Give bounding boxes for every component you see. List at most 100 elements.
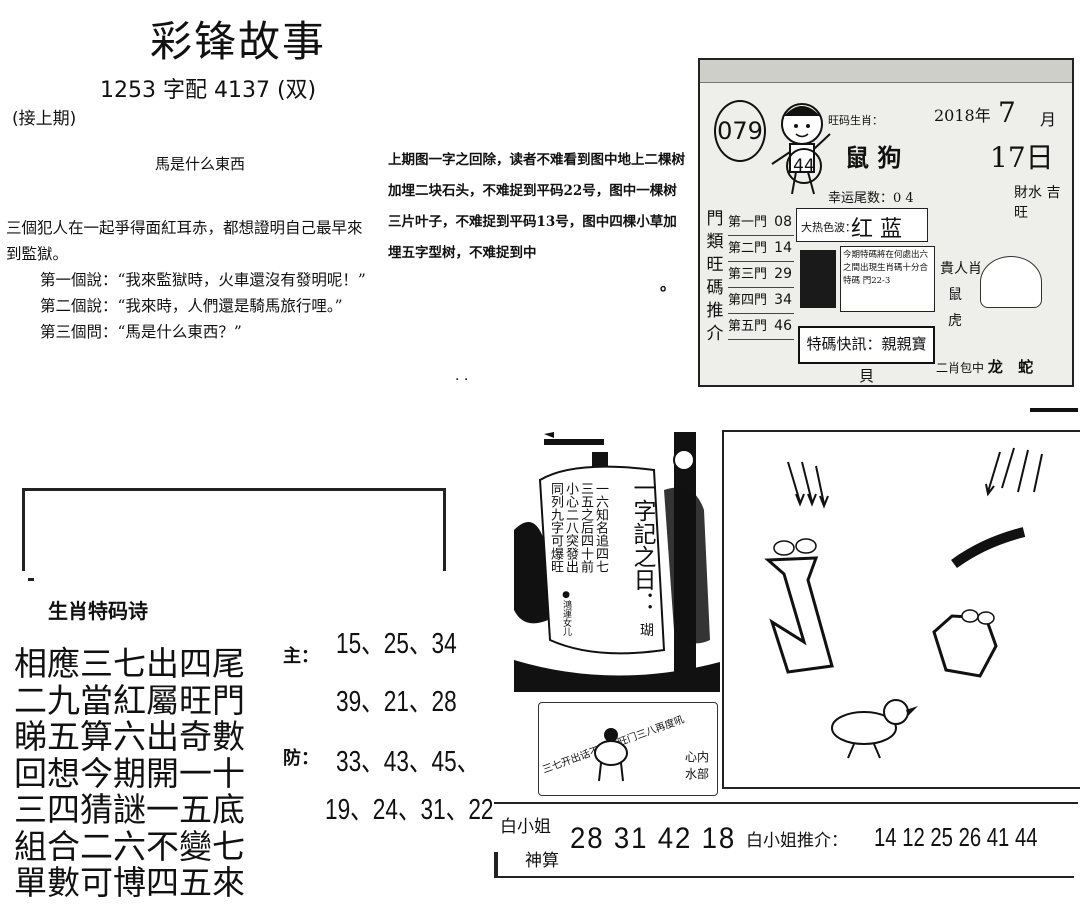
- story-line: 第二個說：“我來時，人們還是騎馬旅行哩。”: [40, 297, 343, 315]
- poem-line: 睇五算六出奇數: [14, 717, 245, 756]
- magazine-panel: 079 44 旺码生肖： 鼠 狗 幸运尾数：0 4 大热色波： 红 蓝 門 類 …: [698, 58, 1074, 387]
- riddle-drawing: [722, 430, 1080, 789]
- side-text-value: 財水 吉旺: [1014, 185, 1061, 221]
- door-label: 第三門: [728, 267, 768, 282]
- guard-row-2: 19、24、31、22: [325, 794, 494, 826]
- door-label: 第四門: [728, 293, 768, 308]
- door-value: 46: [774, 318, 792, 334]
- vlabel-char: 介: [706, 324, 724, 344]
- color-value: 红 蓝: [851, 217, 902, 242]
- vlabel-char: 碼: [706, 278, 724, 298]
- poem-line: 三四猜謎一五底: [14, 790, 245, 829]
- story-title: 馬是什么東西: [155, 155, 246, 173]
- frame-tick: [28, 578, 34, 581]
- main-row-1: 15、25、34: [336, 628, 457, 660]
- door-category-label: 門 類 旺 碼 推 介: [704, 208, 726, 346]
- dark-image: [800, 250, 836, 308]
- ship-icon: [514, 432, 720, 692]
- door-row: 第一門 08: [728, 210, 794, 236]
- poem-line: 組合二六不變七: [14, 826, 245, 866]
- riddle-signer: ●鴻運女儿: [561, 590, 571, 636]
- main-label: 主：: [283, 646, 319, 667]
- water-label: 水部: [685, 767, 710, 781]
- door-value: 34: [774, 292, 792, 308]
- news-line: 特碼 門22-3: [843, 276, 891, 286]
- riddle-line: 一六知名追四七: [593, 482, 608, 573]
- news-line: 之間出現生肖碼十分合: [843, 263, 929, 273]
- issue-badge: 079: [714, 100, 766, 162]
- two-zodiac-value: 蛇: [1018, 358, 1034, 376]
- mind-water: 心内 水部: [685, 748, 709, 782]
- door-value: 29: [774, 266, 792, 282]
- recommend-numbers: 14 12 25 26 41 44: [874, 822, 1038, 852]
- bottom-left-tick: [494, 852, 498, 876]
- month-char: 月: [1040, 110, 1057, 129]
- door-label: 第五門: [728, 319, 768, 334]
- door-label: 第一門: [728, 215, 768, 230]
- riddle-answer: 瑚: [640, 623, 654, 639]
- story-line: 三個犯人在一起爭得面紅耳赤，都想證明自己最早來到監獄。: [6, 219, 363, 263]
- page-title: 彩锋故事: [150, 17, 327, 66]
- two-zodiac-line: 二肖包中 龙 蛇: [936, 356, 1033, 377]
- door-value: 14: [774, 240, 792, 256]
- vlabel-char: 旺: [706, 255, 724, 275]
- day: 17日: [990, 141, 1054, 174]
- continued-note: (接上期): [12, 109, 77, 129]
- noble-zodiac: 鼠: [948, 287, 962, 303]
- zodiac-poem: 相應三七出四尾 二九當紅屬旺門 睇五算六出奇數 回想今期開一十 三四猜謎一五底 …: [14, 644, 245, 902]
- hint-text: 上期图一字之回除，读者不难看到图中地上二棵树加埋二块石头，不难捉到平码22号，图…: [388, 152, 685, 261]
- guard-label: 防：: [283, 748, 319, 769]
- vlabel-char: 推: [706, 301, 724, 321]
- vlabel-char: 門: [706, 209, 724, 229]
- month: 7: [998, 96, 1016, 129]
- miss-bai-numbers: 28 31 42 18: [570, 822, 737, 855]
- last-issue-hint: 上期图一字之回除，读者不难看到图中地上二棵树加埋二块石头，不难捉到平码22号，图…: [388, 145, 688, 294]
- story-line: 第一個說：“我來監獄時，火車還沒有發明呢！”: [40, 271, 366, 289]
- top-bar: [1030, 408, 1078, 412]
- hot-color-box: 大热色波： 红 蓝: [796, 208, 928, 242]
- mind-label: 心内: [685, 750, 710, 764]
- main-row-2: 39、21、28: [336, 686, 457, 718]
- hint-mark: 。: [660, 275, 677, 294]
- cow-box: 三七开出话不多，旺门三八再度吼: [538, 702, 718, 796]
- door-list: 第一門 08 第二門 14 第三門 29 第四門 34 第五門 46: [728, 210, 794, 340]
- story-body: 三個犯人在一起爭得面紅耳赤，都想證明自己最早來到監獄。 第一個說：“我來監獄時，…: [6, 215, 366, 345]
- riddle-line: 三五之后四十前: [578, 482, 593, 573]
- two-zodiac-value: 龙: [987, 358, 1003, 376]
- noble-zodiac: 虎: [948, 313, 962, 329]
- zodiac-glyphs: 鼠 狗: [845, 144, 902, 172]
- dots: . .: [455, 368, 469, 384]
- noble-image: [980, 256, 1042, 308]
- shen-label: 神算: [525, 851, 559, 871]
- zodiac-poem-heading: 生肖特码诗: [48, 599, 148, 623]
- magazine-rim: [700, 60, 1072, 83]
- noble-label: 貴人肖 鼠 虎: [940, 258, 982, 330]
- riddle-line: 同列九字可爆旺: [548, 482, 563, 573]
- poem-line: 單數可博四五來: [14, 863, 245, 902]
- door-row: 第三門 29: [728, 262, 794, 288]
- riddle-title: 一字記之日：: [629, 476, 655, 614]
- door-value: 08: [774, 214, 792, 230]
- prev-label: 旺码生肖：: [828, 114, 883, 127]
- side-text: 財水 吉旺: [934, 152, 1064, 242]
- poem-line: 回想今期開一十: [14, 753, 245, 793]
- riddle: 一六知名追四七 三五之后四十前 小心二八突發出 同列九字可爆旺: [548, 482, 608, 573]
- noble-title: 貴人肖: [940, 261, 982, 277]
- door-row: 第五門 46: [728, 314, 794, 340]
- vlabel-char: 類: [706, 232, 724, 252]
- bird-icon: [831, 699, 918, 759]
- two-zodiac-label: 二肖包中: [936, 361, 985, 375]
- lucky-tail: 幸运尾数：0 4: [828, 191, 914, 206]
- riddle-line: 小心二八突發出: [563, 482, 578, 573]
- cow-icon: [594, 728, 628, 782]
- special-value: 親親寶貝: [858, 335, 927, 385]
- year: 2018年: [934, 106, 991, 125]
- door-row: 第四門 34: [728, 288, 794, 314]
- poem-line: 相應三七出四尾: [14, 644, 245, 683]
- news-line: 今期特碼將在何處出六: [843, 250, 929, 260]
- color-label: 大热色波：: [801, 221, 856, 234]
- special-label: 特碼快訊：: [806, 335, 882, 353]
- news-box: 今期特碼將在何處出六 之間出現生肖碼十分合 特碼 門22-3: [840, 246, 935, 312]
- door-label: 第二門: [728, 241, 768, 256]
- door-row: 第二門 14: [728, 236, 794, 262]
